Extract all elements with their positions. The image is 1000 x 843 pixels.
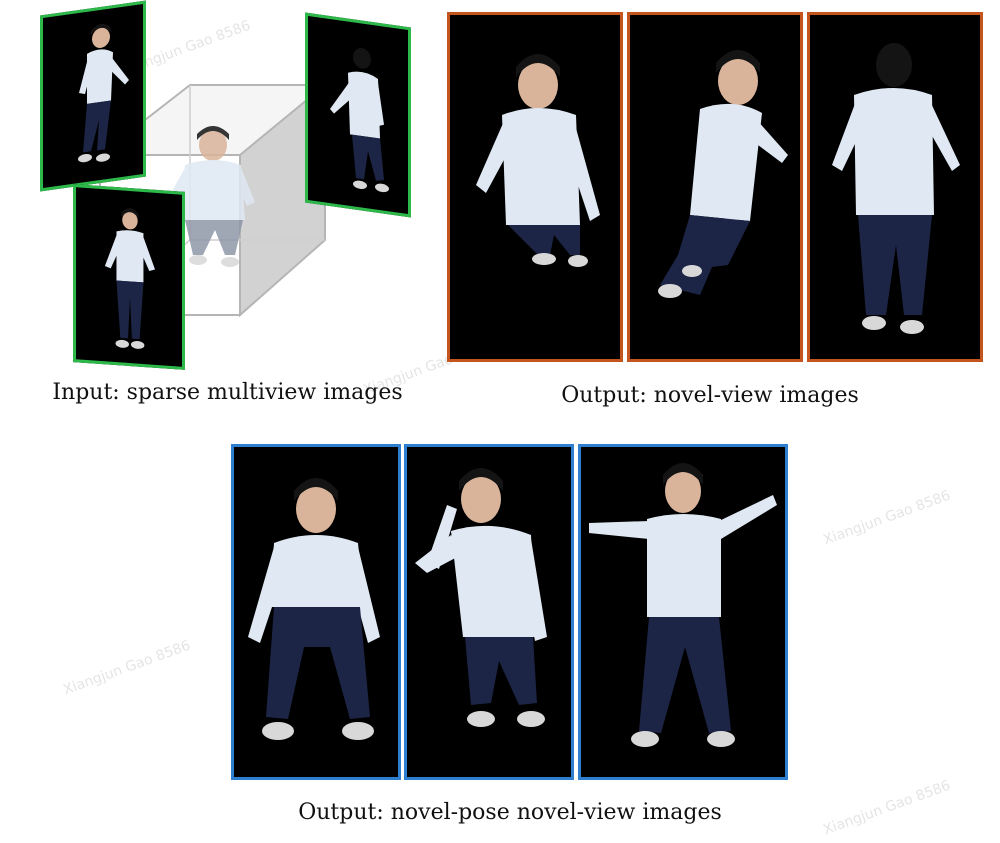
- input-caption: Input: sparse multiview images: [52, 380, 403, 405]
- watermark: Xiangjun Gao 8586: [821, 487, 953, 549]
- person-figure: [832, 43, 960, 334]
- novel-view-2: [627, 12, 803, 362]
- novel-view-caption: Output: novel-view images: [561, 383, 859, 408]
- novel-pose-3: [578, 444, 788, 780]
- person-figure: [415, 468, 547, 727]
- person-figure: [658, 50, 788, 298]
- novel-pose-caption: Output: novel-pose novel-view images: [298, 800, 722, 825]
- novel-view-1: [447, 12, 623, 362]
- person-figure: [78, 23, 129, 163]
- person-figure: [330, 48, 389, 193]
- person-figure: [476, 54, 600, 267]
- person-figure: [248, 478, 380, 740]
- input-view-3: [73, 184, 185, 370]
- input-view-2: [305, 12, 411, 218]
- input-view-1: [40, 0, 146, 192]
- person-figure: [104, 208, 156, 349]
- novel-pose-1: [231, 444, 401, 780]
- watermark: Xiangjun Gao 8586: [61, 637, 193, 699]
- novel-pose-2: [404, 444, 574, 780]
- novel-view-3: [807, 12, 983, 362]
- person-figure: [589, 463, 777, 747]
- watermark: Xiangjun Gao 8586: [821, 777, 953, 839]
- person-figure: [167, 126, 255, 267]
